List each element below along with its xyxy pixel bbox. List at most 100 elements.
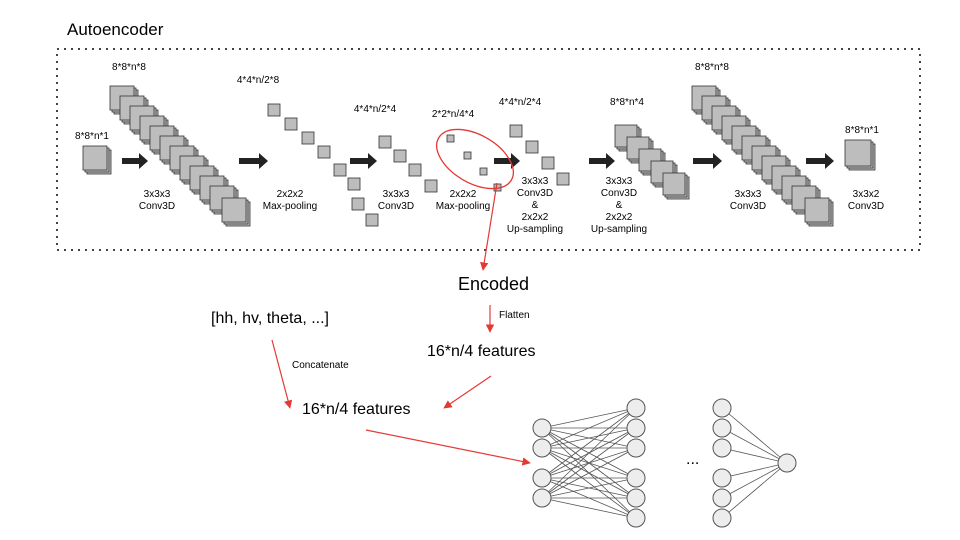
feature-map-layer [408,163,422,177]
network-edge [541,497,637,519]
hidden-layer-node [626,398,646,418]
feature-map-layer [556,172,570,186]
input-layer-node [532,488,552,508]
stage-3-feature-map [351,197,365,211]
encoded-arrow [480,182,498,271]
stage-3-feature-map [284,117,298,131]
feature-map-layer [446,134,455,143]
encoded-highlight-ellipse [436,128,514,190]
network-edge [541,407,637,479]
hidden-layer-node [712,468,732,488]
feature-map-layer [463,151,472,160]
hidden-layer-node [712,398,732,418]
stage-1-size-label: 8*8*n*1 [75,131,109,142]
hidden-layer-node [626,418,646,438]
stage-4-feature-map [393,149,407,163]
stage-9-size-label: 8*8*n*1 [845,125,879,136]
stage-6-feature-map [525,140,539,154]
layer-transition-arrow [122,153,148,169]
hidden-layer-node [712,418,732,438]
stage-5-encoded-feature-map [463,151,472,160]
layer-transition-arrow [494,153,520,169]
feature-map-layer [365,213,379,227]
hidden-layer-node [626,438,646,458]
feature-map-layer [393,149,407,163]
feature-map-layer [424,179,438,193]
stage-9-feature-maps [844,139,876,171]
feature-map-layer [317,145,331,159]
hidden-layer-node [626,508,646,528]
stage-5-encoded-feature-map [479,167,488,176]
layer-transition-arrow [589,153,615,169]
stage-6-feature-map [509,124,523,138]
stage-7-size-label: 8*8*n*4 [610,97,644,108]
features-a-label: 16*n/4 features [427,343,536,360]
stage-8-size-label: 8*8*n*8 [695,62,729,73]
network-edge [721,462,788,479]
layer-transition-arrow [239,153,268,169]
stage-8-feature-map-stack [804,197,834,227]
network-edge [541,447,637,519]
feature-map-layer [509,124,523,138]
stage-4-feature-map [424,179,438,193]
stage-3-feature-map [317,145,331,159]
network-edge [721,447,788,464]
input-layer-node [532,438,552,458]
input-layer-node [532,418,552,438]
stage-4-size-label: 4*4*n/2*4 [353,104,397,115]
stage-3-feature-map [365,213,379,227]
feature-map-layer [284,117,298,131]
feature-map-layer [479,167,488,176]
stage-6-feature-map [556,172,570,186]
layer-transition-arrow [806,153,834,169]
stage-1-feature-maps [82,145,112,175]
stage-7-feature-map-stack [662,172,690,200]
features-to-network-arrow [365,429,531,466]
feature-map-layer [333,163,347,177]
network-edge [721,407,788,464]
feature-map-layer [525,140,539,154]
hidden-layer-node [626,488,646,508]
layer-transition-arrow [693,153,722,169]
network-edge [541,447,637,499]
network-edge [721,462,788,519]
stage-3-feature-map [347,177,361,191]
extra-inputs-label: [hh, hv, theta, ...] [211,310,329,327]
network-edge [541,407,637,449]
hidden-layer-node [712,488,732,508]
stage-3-feature-map [301,131,315,145]
stage-3-size-label: 4*4*n/2*8 [236,75,280,86]
features-b-label: 16*n/4 features [302,401,411,418]
stage-5-size-label: 2*2*n/4*4 [431,109,475,120]
network-edge [541,427,637,499]
encoded-label: Encoded [458,274,530,294]
stage-3-feature-map [333,163,347,177]
feature-map-layer [221,197,247,223]
feature-map-layer [351,197,365,211]
network-edge [721,462,788,499]
feature-map-layer [301,131,315,145]
features-to-merged-arrow [443,375,492,409]
feature-map-layer [378,135,392,149]
diagram-title: Autoencoder [67,20,164,39]
feature-map-layer [267,103,281,117]
network-edge [541,477,637,499]
stage-5-encoded-feature-map [446,134,455,143]
stage-2-size-label: 8*8*n*8 [112,62,146,73]
network-edge [541,407,637,429]
feature-map-layer [541,156,555,170]
input-layer-node [532,468,552,488]
concatenate-label: Concatenate [292,360,349,371]
layer-transition-arrow [350,153,377,169]
stage-6-feature-map [541,156,555,170]
stage-4-feature-map [408,163,422,177]
feature-map-layer [804,197,830,223]
stage-2-feature-map-stack [221,197,251,227]
